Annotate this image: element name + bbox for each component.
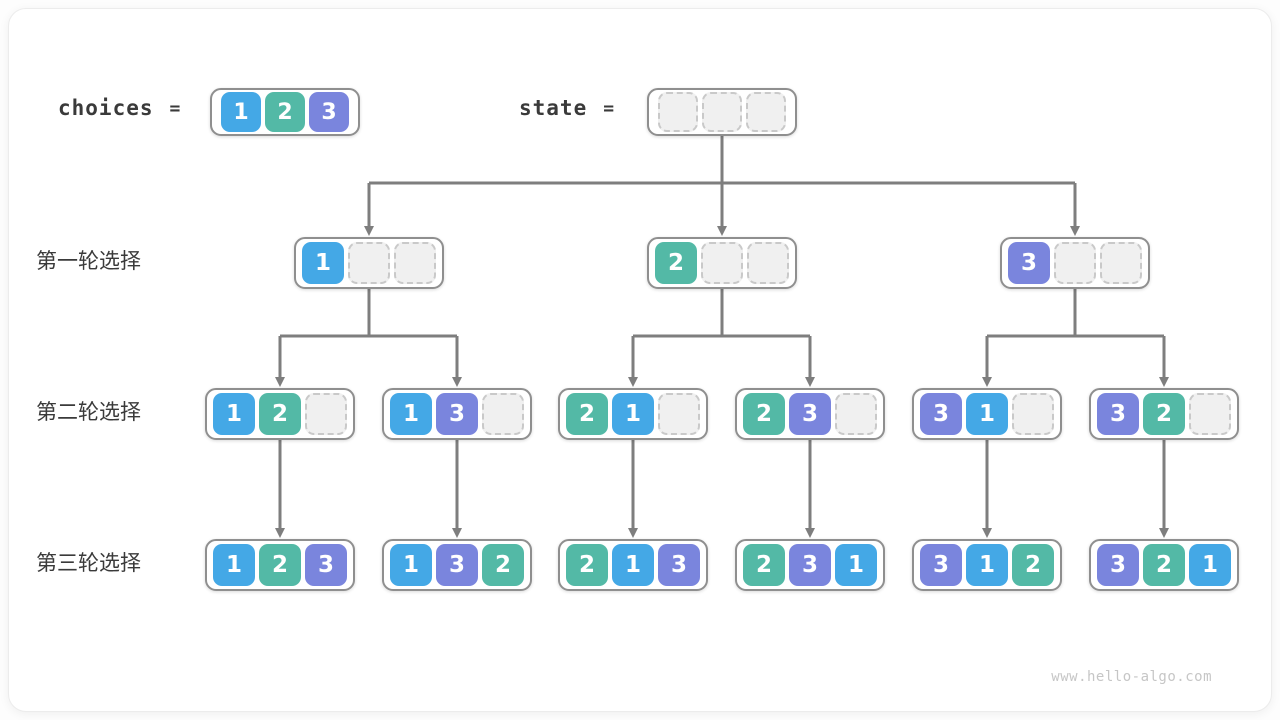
empty-cell [746,92,786,132]
node-cell: 2 [482,544,524,586]
node-cell: 2 [566,393,608,435]
round-label: 第一轮选择 [36,250,141,273]
node-cell: 2 [259,393,301,435]
node-cell: 3 [436,544,478,586]
state-node: 2 [647,237,797,289]
node-cell: 1 [966,393,1008,435]
choices-equals-sign: = [169,97,182,119]
node-cell: 1 [612,393,654,435]
state-node: 1 [294,237,444,289]
state-node: 3 [1000,237,1150,289]
state-box [647,88,797,136]
diagram-card [8,8,1272,712]
empty-cell [835,393,877,435]
node-cell: 3 [1097,544,1139,586]
node-cell: 1 [213,544,255,586]
empty-cell [394,242,436,284]
empty-cell [1054,242,1096,284]
node-cell: 3 [1008,242,1050,284]
node-cell: 3 [789,544,831,586]
watermark: www.hello-algo.com [1051,669,1212,685]
node-cell: 1 [966,544,1008,586]
node-cell: 3 [920,393,962,435]
node-cell: 2 [259,544,301,586]
empty-cell [702,92,742,132]
node-cell: 2 [743,544,785,586]
empty-cell [747,242,789,284]
node-cell: 1 [390,544,432,586]
round-label: 第三轮选择 [36,552,141,575]
node-cell: 1 [1189,544,1231,586]
node-cell: 2 [743,393,785,435]
round-label: 第二轮选择 [36,401,141,424]
node-cell: 2 [566,544,608,586]
choice-cell: 2 [265,92,305,132]
node-cell: 3 [436,393,478,435]
node-cell: 1 [390,393,432,435]
node-cell: 2 [655,242,697,284]
empty-cell [1100,242,1142,284]
node-cell: 1 [213,393,255,435]
node-cell: 3 [1097,393,1139,435]
empty-cell [701,242,743,284]
node-cell: 2 [1012,544,1054,586]
node-cell: 1 [612,544,654,586]
node-cell: 3 [920,544,962,586]
node-cell: 3 [789,393,831,435]
choices-label: choices [58,96,154,120]
node-cell: 1 [835,544,877,586]
node-cell: 1 [302,242,344,284]
node-cell: 2 [1143,393,1185,435]
node-cell: 2 [1143,544,1185,586]
empty-cell [348,242,390,284]
node-cell: 3 [305,544,347,586]
empty-cell [1012,393,1054,435]
empty-cell [305,393,347,435]
empty-cell [1189,393,1231,435]
choice-cell: 3 [309,92,349,132]
empty-cell [482,393,524,435]
state-label: state [519,96,588,120]
state-equals-sign: = [603,97,616,119]
empty-cell [658,393,700,435]
state-header: state = [519,96,615,120]
choice-cell: 1 [221,92,261,132]
node-cell: 3 [658,544,700,586]
empty-cell [658,92,698,132]
choices-header: choices = [58,96,181,120]
